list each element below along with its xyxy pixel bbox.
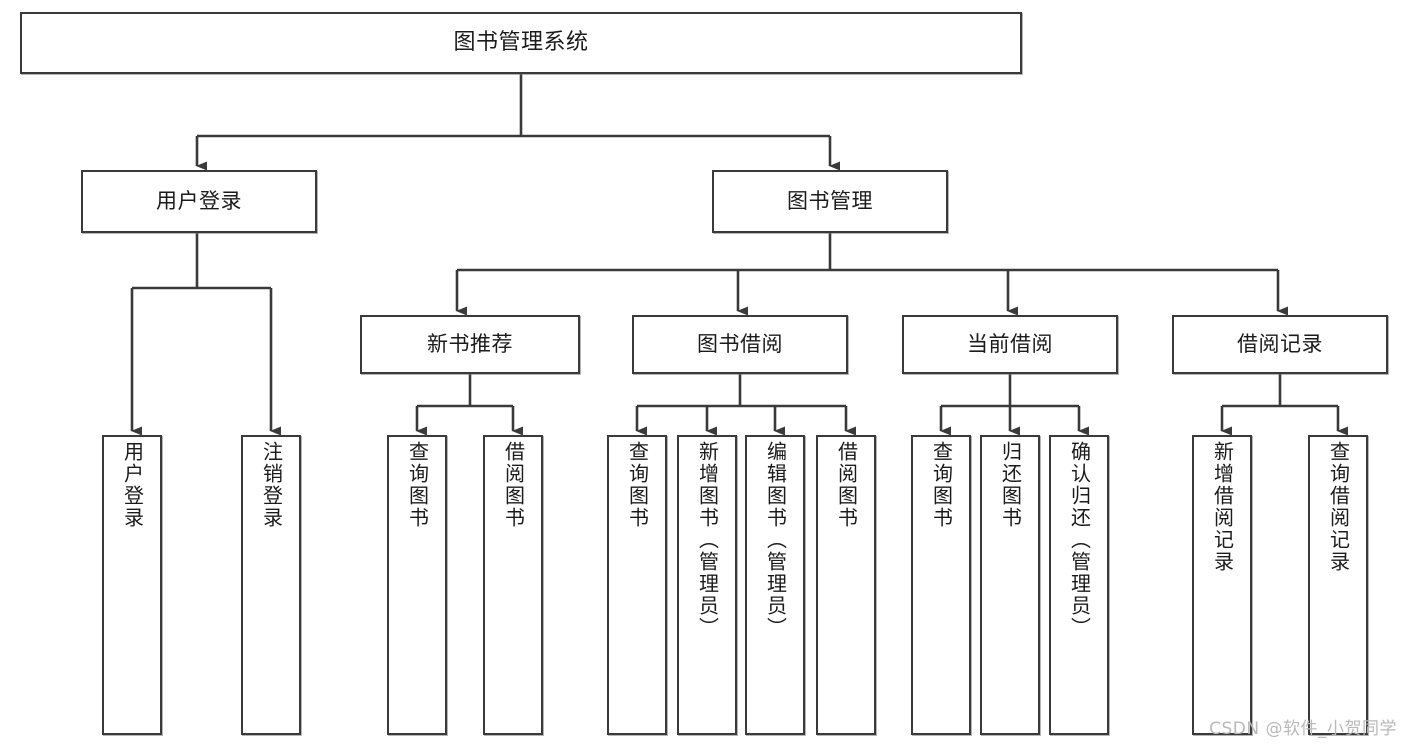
node-leaf-query-record-label: 查询借阅记录 [1326, 441, 1351, 573]
node-leaf-return-book[interactable]: 归还图书 [980, 435, 1040, 735]
node-leaf-query-book-b-label: 查询图书 [625, 441, 650, 529]
node-current-borrow[interactable]: 当前借阅 [902, 315, 1118, 374]
node-leaf-borrow-book-a[interactable]: 借阅图书 [483, 435, 543, 735]
node-root[interactable]: 图书管理系统 [20, 12, 1022, 74]
node-leaf-query-book-c[interactable]: 查询图书 [911, 435, 971, 735]
node-book-borrow[interactable]: 图书借阅 [632, 315, 848, 374]
node-leaf-borrow-book-b[interactable]: 借阅图书 [816, 435, 876, 735]
node-borrow-record[interactable]: 借阅记录 [1172, 315, 1388, 374]
node-book-manage-label: 图书管理 [787, 189, 873, 214]
node-book-borrow-label: 图书借阅 [697, 332, 783, 357]
node-user-login-label: 用户登录 [156, 189, 242, 214]
node-leaf-confirm-return[interactable]: 确认归还（管理员） [1049, 435, 1109, 735]
node-leaf-logout-login[interactable]: 注销登录 [241, 435, 301, 735]
node-new-book-rec[interactable]: 新书推荐 [360, 315, 580, 374]
node-current-borrow-label: 当前借阅 [967, 332, 1053, 357]
node-leaf-user-login-label: 用户登录 [120, 441, 145, 529]
node-leaf-query-book-a[interactable]: 查询图书 [387, 435, 447, 735]
node-leaf-query-record[interactable]: 查询借阅记录 [1308, 435, 1368, 735]
node-leaf-edit-book-label: 编辑图书（管理员） [763, 441, 788, 639]
node-leaf-query-book-b[interactable]: 查询图书 [607, 435, 667, 735]
node-user-login[interactable]: 用户登录 [81, 170, 317, 233]
node-leaf-borrow-book-b-label: 借阅图书 [834, 441, 859, 529]
node-root-label: 图书管理系统 [453, 30, 589, 56]
node-leaf-return-book-label: 归还图书 [998, 441, 1023, 529]
node-leaf-logout-login-label: 注销登录 [259, 441, 284, 529]
node-leaf-query-book-c-label: 查询图书 [929, 441, 954, 529]
node-leaf-add-record[interactable]: 新增借阅记录 [1192, 435, 1252, 735]
node-leaf-edit-book[interactable]: 编辑图书（管理员） [745, 435, 805, 735]
node-leaf-query-book-a-label: 查询图书 [405, 441, 430, 529]
node-borrow-record-label: 借阅记录 [1237, 332, 1323, 357]
node-leaf-confirm-return-label: 确认归还（管理员） [1067, 441, 1092, 639]
node-book-manage[interactable]: 图书管理 [712, 170, 948, 233]
node-leaf-borrow-book-a-label: 借阅图书 [501, 441, 526, 529]
node-leaf-add-record-label: 新增借阅记录 [1210, 441, 1235, 573]
node-leaf-user-login[interactable]: 用户登录 [102, 435, 162, 735]
node-new-book-rec-label: 新书推荐 [427, 332, 513, 357]
node-leaf-add-book[interactable]: 新增图书（管理员） [677, 435, 737, 735]
node-leaf-add-book-label: 新增图书（管理员） [695, 441, 720, 639]
